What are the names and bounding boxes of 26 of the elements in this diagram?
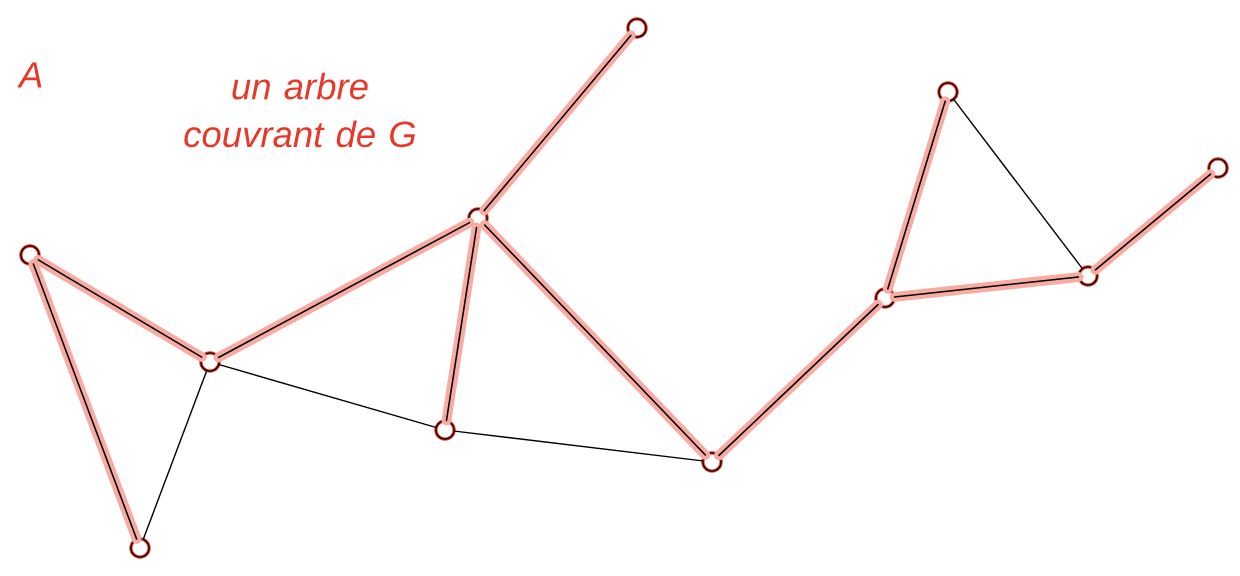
vertex bbox=[701, 451, 723, 473]
highlighted-edge bbox=[479, 30, 636, 216]
highlighted-edge bbox=[28, 259, 142, 544]
handwritten-label: un arbre couvrant de G bbox=[184, 72, 416, 148]
vertex bbox=[1207, 157, 1229, 179]
edge bbox=[953, 98, 1083, 270]
vertex bbox=[937, 81, 959, 103]
edge bbox=[142, 370, 208, 540]
vertex bbox=[1077, 265, 1099, 287]
vertex bbox=[626, 17, 648, 39]
edge bbox=[218, 363, 437, 429]
highlighted-edge bbox=[441, 222, 482, 426]
highlighted-edge bbox=[889, 272, 1084, 302]
vertex bbox=[19, 244, 41, 266]
highlighted-edge bbox=[882, 96, 951, 294]
highlighted-edge bbox=[714, 299, 883, 461]
highlighted-edge bbox=[213, 217, 475, 363]
edge bbox=[453, 430, 704, 462]
vertex bbox=[874, 287, 896, 309]
highlighted-edge bbox=[479, 220, 711, 460]
highlighted-edge bbox=[33, 255, 207, 362]
vertex bbox=[199, 351, 221, 373]
vertex bbox=[434, 419, 456, 441]
highlighted-edge bbox=[1090, 169, 1216, 275]
vertex bbox=[129, 537, 151, 559]
handwritten-label: A bbox=[17, 62, 42, 88]
